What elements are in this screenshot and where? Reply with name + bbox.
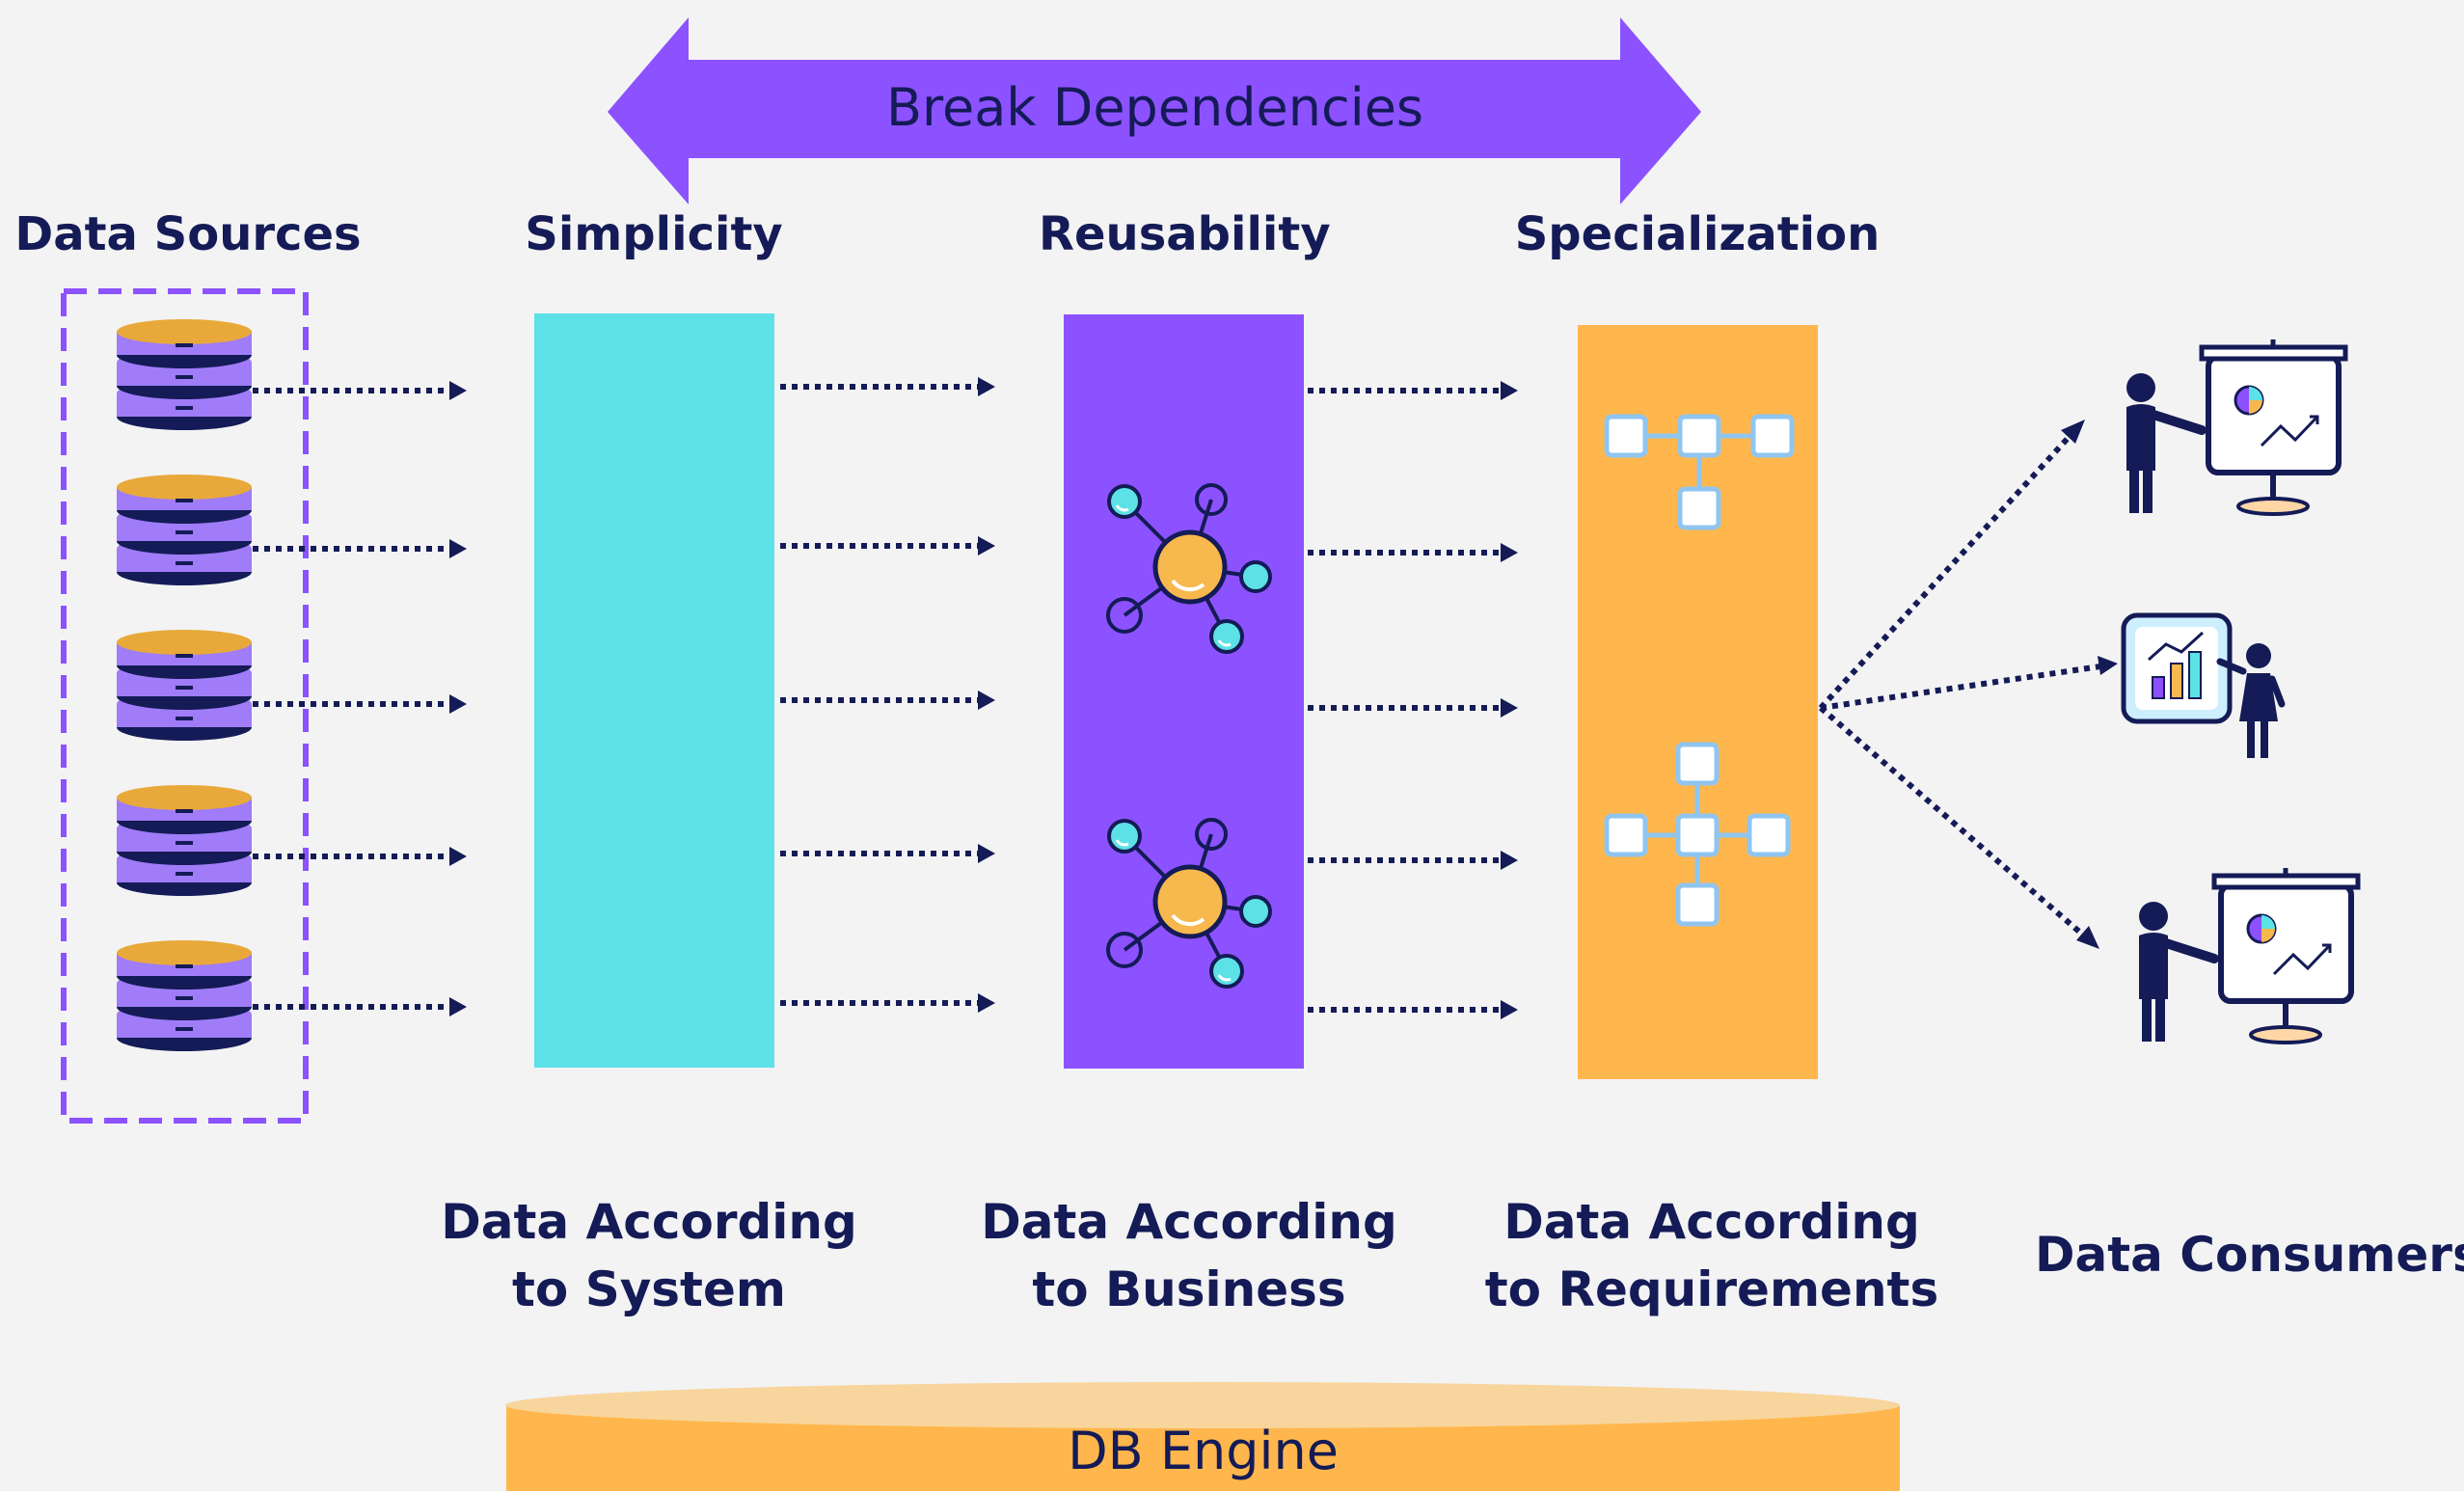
system-layer-caption: Data According to System	[418, 1188, 880, 1323]
business-caption-line2: to Business	[1032, 1261, 1346, 1317]
requirements-to-consumers-connectors	[1818, 429, 2101, 940]
data-consumers-caption: Data Consumers	[2035, 1227, 2464, 1283]
reusability-heading: Reusability	[1039, 207, 1331, 261]
db-engine-cylinder	[505, 1382, 1900, 1491]
requirements-layer-caption: Data According to Requirements	[1461, 1188, 1963, 1323]
analytics-board-icon	[2121, 612, 2286, 758]
business-layer-bar	[1064, 314, 1304, 1069]
presentation-icon	[2126, 339, 2345, 514]
break-dependencies-arrow	[608, 17, 1701, 204]
business-to-requirements-arrowheads	[1501, 381, 1518, 1019]
business-layer-caption: Data According to Business	[958, 1188, 1421, 1323]
requirements-caption-line1: Data According	[1503, 1194, 1920, 1250]
data-sources-heading: Data Sources	[14, 207, 362, 261]
business-caption-line1: Data According	[981, 1194, 1397, 1250]
database-stack-icon	[117, 319, 252, 1051]
requirements-to-consumers-arrowheads	[2061, 420, 2118, 949]
data-sources-frame	[61, 288, 309, 1124]
source-to-system-arrowheads	[449, 381, 467, 1017]
specialization-heading: Specialization	[1514, 207, 1881, 261]
hierarchy-icon	[1607, 745, 1788, 924]
requirements-caption-line2: to Requirements	[1484, 1261, 1939, 1317]
system-to-business-connectors	[780, 384, 982, 1006]
source-to-system-connectors	[253, 388, 453, 1010]
system-caption-line2: to System	[512, 1261, 786, 1317]
system-to-business-arrowheads	[978, 377, 995, 1013]
simplicity-heading: Simplicity	[525, 207, 783, 261]
system-layer-bar	[534, 313, 774, 1068]
hierarchy-icon	[1607, 417, 1792, 528]
presentation-icon	[2139, 868, 2358, 1043]
system-caption-line1: Data According	[441, 1194, 857, 1250]
break-dependencies-label: Break Dependencies	[885, 77, 1424, 138]
business-to-requirements-connectors	[1308, 388, 1504, 1013]
db-engine-label: DB Engine	[1068, 1421, 1339, 1481]
